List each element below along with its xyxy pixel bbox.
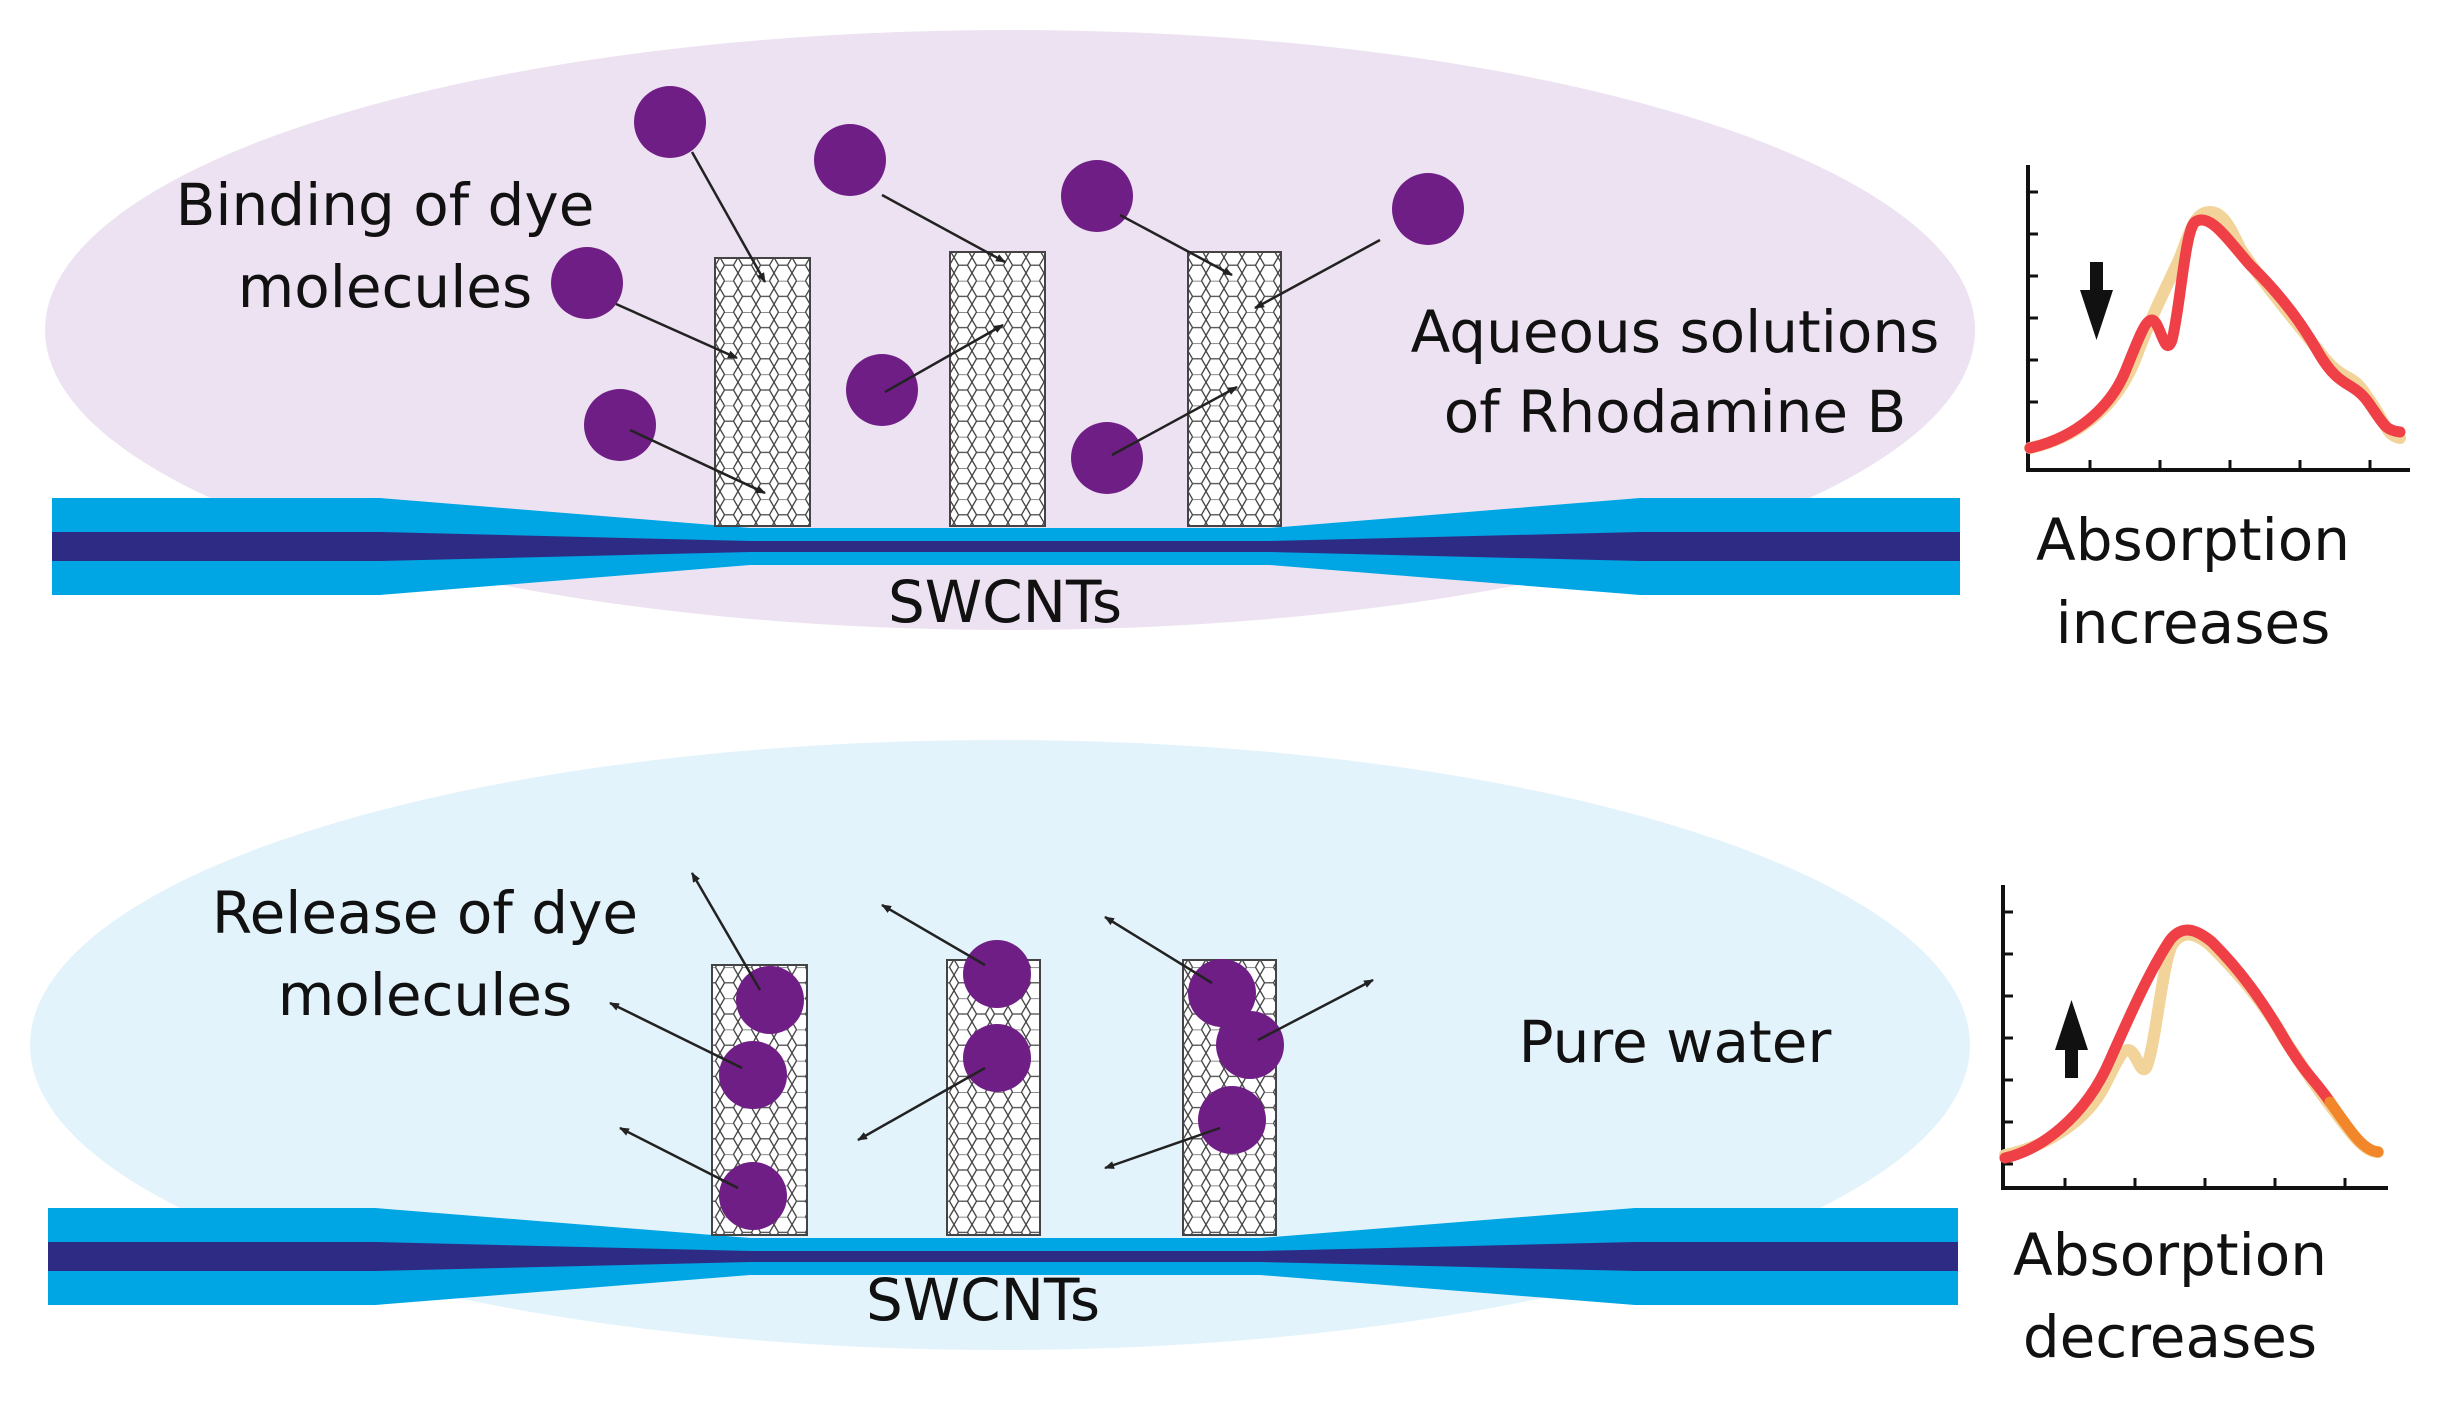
arrow-up-icon	[2055, 1000, 2088, 1078]
dye-molecule	[634, 86, 706, 158]
release-arrow	[690, 872, 762, 991]
dye-molecule	[551, 247, 623, 319]
top-nanotubes	[714, 251, 1282, 527]
binding-label-line2: molecules	[238, 253, 532, 321]
binding-arrow	[1119, 213, 1233, 277]
dye-molecule	[1061, 160, 1133, 232]
x-ticks	[2088, 460, 2372, 470]
release-arrow	[1257, 978, 1374, 1042]
fiber-core	[52, 532, 1960, 561]
solution-label-line2: of Rhodamine B	[1444, 378, 1907, 446]
release-arrow	[857, 1066, 986, 1142]
release-arrow	[881, 903, 986, 967]
release-label-line1: Release of dye	[212, 879, 638, 947]
release-arrow	[1104, 1126, 1221, 1170]
dye-molecule	[1392, 173, 1464, 245]
release-label-line2: molecules	[278, 961, 572, 1029]
x-ticks	[2063, 1178, 2347, 1188]
binding-arrow	[884, 323, 1004, 394]
dye-molecule	[1071, 422, 1143, 494]
release-arrow	[609, 1001, 743, 1070]
binding-arrow	[1254, 238, 1381, 310]
spectrum-curve-dye	[2024, 206, 2406, 454]
dye-molecule	[1216, 1011, 1284, 1079]
bottom-panel: Release of dye molecules Pure water SWCN…	[30, 740, 2388, 1371]
dye-molecule	[814, 124, 886, 196]
dye-molecule	[584, 389, 656, 461]
binding-arrow	[629, 428, 766, 495]
nanotube-lattice	[714, 257, 811, 527]
fiber-label: SWCNTs	[888, 568, 1122, 636]
y-axis	[2001, 885, 2388, 1190]
binding-arrow	[690, 151, 767, 283]
result-label-line2: increases	[2056, 589, 2331, 657]
fiber-label: SWCNTs	[866, 1266, 1100, 1334]
top-panel: Binding of dye molecules Aqueous solutio…	[45, 30, 2410, 657]
bottom-dye-molecules	[609, 872, 1374, 1230]
solution-label: Pure water	[1519, 1008, 1832, 1076]
top-dye-molecules	[551, 86, 1464, 495]
dye-molecule	[846, 354, 918, 426]
y-ticks	[2003, 910, 2013, 1166]
arrow-down-icon	[2080, 262, 2113, 340]
dye-molecule	[719, 1041, 787, 1109]
result-label-line1: Absorption	[2036, 506, 2350, 574]
dye-molecule	[736, 966, 804, 1034]
result-label-line2: decreases	[2023, 1303, 2317, 1371]
binding-arrow	[1111, 385, 1238, 457]
release-arrow	[1104, 915, 1213, 985]
top-fiber	[52, 498, 1960, 595]
binding-label-line1: Binding of dye	[176, 171, 595, 239]
nanotube-lattice	[949, 251, 1046, 527]
spectrum-curve-water	[1999, 924, 2336, 1164]
dye-molecule	[1198, 1086, 1266, 1154]
spectrum-curve-water	[2024, 214, 2406, 454]
result-label-line1: Absorption	[2013, 1221, 2327, 1289]
binding-arrow	[615, 302, 738, 360]
y-axis	[2026, 165, 2410, 472]
spectrum-curve-tail	[2324, 1096, 2384, 1158]
release-arrow	[619, 1126, 739, 1190]
dye-molecule	[719, 1162, 787, 1230]
binding-arrow	[881, 193, 1006, 264]
top-spectrum	[2024, 165, 2410, 472]
dye-molecule	[963, 1024, 1031, 1092]
dye-molecule	[963, 940, 1031, 1008]
dye-molecule	[1188, 959, 1256, 1027]
solution-label-line1: Aqueous solutions	[1411, 298, 1940, 366]
bottom-spectrum	[1999, 885, 2388, 1190]
fiber-core	[48, 1242, 1958, 1271]
bottom-fiber	[48, 1208, 1958, 1305]
